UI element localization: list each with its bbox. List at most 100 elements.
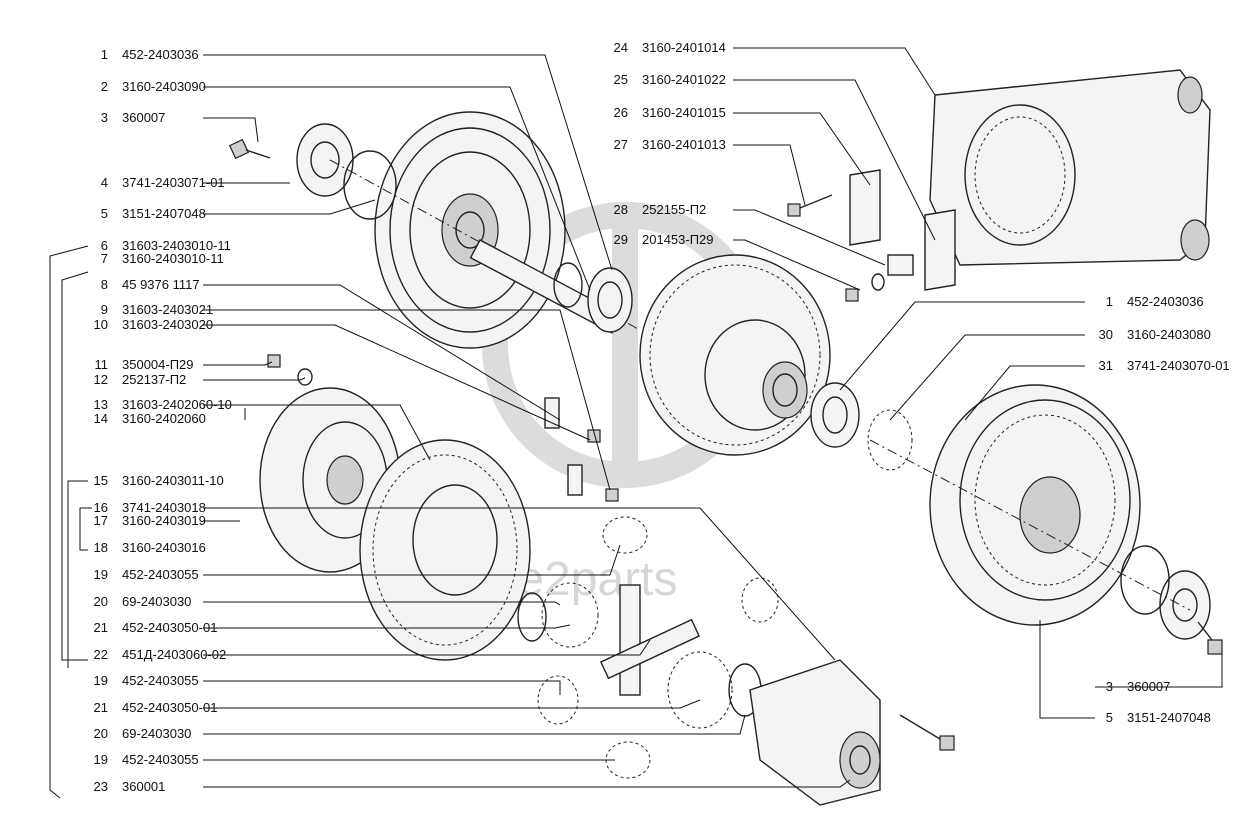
callout-number: 19 — [94, 673, 108, 688]
leader-line — [1039, 620, 1095, 719]
leader-line — [733, 209, 886, 266]
callout-part-number: 3160-2403010-11 — [122, 251, 224, 266]
callout-part-number: 360001 — [122, 779, 165, 794]
leader-line — [203, 404, 431, 461]
callout-part-number: 31603-2403021 — [122, 302, 213, 317]
callout-part-number: 3741-2403071-01 — [122, 175, 225, 190]
callout-number: 30 — [1099, 327, 1113, 342]
callout-part-number: 69-2403030 — [122, 594, 191, 609]
callout-number: 18 — [94, 540, 108, 555]
callout-part-number: 3160-2403011-10 — [122, 473, 224, 488]
callout-number: 5 — [1106, 710, 1113, 725]
leader-line — [1095, 654, 1223, 688]
callout-right-bottom-1: 5 3151-2407048 — [1039, 620, 1211, 725]
right-bearing — [810, 382, 860, 448]
callout-number: 20 — [94, 594, 108, 609]
callout-part-number: 452-2403036 — [1127, 294, 1204, 309]
callout-part-number: 452-2403050-01 — [122, 700, 217, 715]
callout-left-1: 2 3160-2403090 — [101, 79, 591, 291]
callout-number: 10 — [94, 317, 108, 332]
callout-number: 22 — [94, 647, 108, 662]
left-bolt — [228, 138, 271, 160]
callout-number: 25 — [614, 72, 628, 87]
callout-number: 4 — [101, 175, 108, 190]
callout-part-number: 451Д-2403060-02 — [122, 647, 226, 662]
callout-number: 1 — [1106, 294, 1113, 309]
callout-left-3: 4 3741-2403071-01 — [101, 175, 290, 190]
callout-part-number: 3741-2403018 — [122, 500, 206, 515]
leader-line — [733, 144, 806, 206]
callout-part-number: 201453-П29 — [642, 232, 714, 247]
callout-number: 17 — [94, 513, 108, 528]
side-gears — [541, 582, 733, 729]
callout-number: 21 — [94, 620, 108, 635]
case-bolt — [899, 714, 955, 751]
callout-part-number: 3160-2401014 — [642, 40, 726, 55]
adjusting-nut — [867, 409, 913, 471]
diff-case-half — [749, 659, 881, 806]
callout-part-number: 3151-2407048 — [1127, 710, 1211, 725]
callout-number: 8 — [101, 277, 108, 292]
leader-line — [733, 79, 936, 241]
callout-left-9: 10 31603-2403020 — [94, 317, 591, 441]
callout-part-number: 31603-2403020 — [122, 317, 213, 332]
right-brake-drum — [929, 384, 1141, 626]
lock-plate — [887, 254, 914, 276]
callout-number: 1 — [101, 47, 108, 62]
left-brake-drum — [374, 111, 566, 349]
callout-number: 6 — [101, 238, 108, 253]
callout-number: 3 — [101, 110, 108, 125]
callout-part-number: 452-2403055 — [122, 673, 199, 688]
bearing-caps — [849, 169, 956, 291]
callout-number: 13 — [94, 397, 108, 412]
leader-line — [203, 699, 701, 709]
callout-number: 9 — [101, 302, 108, 317]
right-bolt — [1197, 621, 1223, 655]
callout-part-number: 69-2403030 — [122, 726, 191, 741]
callout-number: 7 — [101, 251, 108, 266]
leader-line — [964, 365, 1085, 421]
leader-line — [203, 601, 561, 606]
leader-line — [889, 334, 1085, 421]
leader-line — [203, 680, 561, 695]
axle-housing — [929, 69, 1211, 266]
callout-number: 20 — [94, 726, 108, 741]
callout-number: 19 — [94, 752, 108, 767]
spider-cross — [599, 584, 701, 696]
callout-part-number: 452-2403055 — [122, 752, 199, 767]
callout-number: 2 — [101, 79, 108, 94]
callout-number: 11 — [95, 357, 109, 372]
leader-line — [733, 112, 871, 186]
callout-left-19: 20 69-2403030 — [94, 594, 561, 609]
ring-gear-assembly — [639, 254, 831, 456]
grouping-brackets — [49, 245, 246, 799]
callout-right-mid-0: 1 452-2403036 — [839, 294, 1204, 391]
callout-part-number: 3741-2403070-01 — [1127, 358, 1230, 373]
callout-number: 14 — [94, 411, 108, 426]
callout-part-number: 3160-2403090 — [122, 79, 206, 94]
leader-line — [203, 544, 621, 576]
leader-line — [203, 639, 651, 656]
right-gasket — [1120, 545, 1170, 615]
callout-number: 19 — [94, 567, 108, 582]
leader-line — [203, 779, 851, 788]
callout-number: 28 — [614, 202, 628, 217]
callout-number: 12 — [94, 372, 108, 387]
